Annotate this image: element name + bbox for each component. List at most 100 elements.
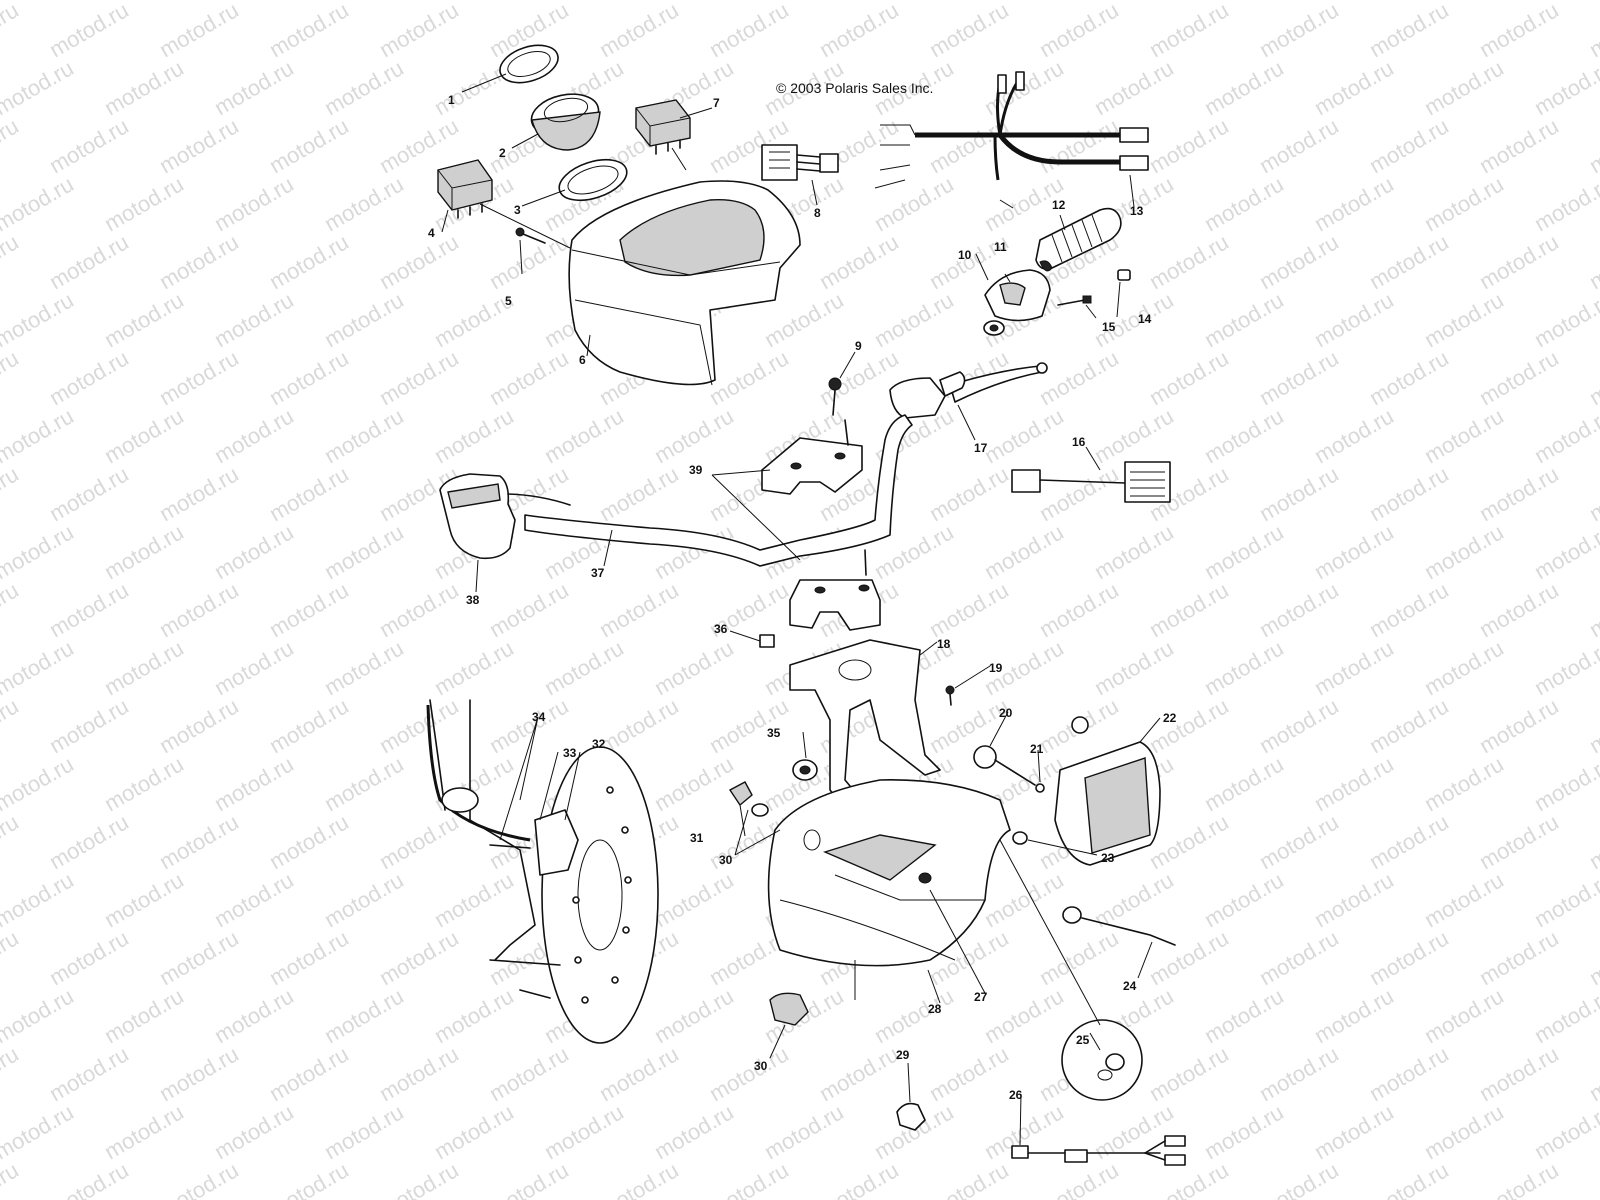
watermark-text: motod.ru: [100, 1099, 188, 1164]
callout-18: 18: [937, 637, 951, 651]
watermark-text: motod.ru: [1475, 925, 1563, 990]
watermark-text: motod.ru: [595, 0, 683, 62]
watermark-text: motod.ru: [815, 1041, 903, 1106]
watermark-text: motod.ru: [1530, 519, 1600, 584]
watermark-text: motod.ru: [155, 1157, 243, 1200]
part-clamp-29: [896, 1102, 926, 1131]
callout-17: 17: [974, 441, 988, 455]
watermark-text: motod.ru: [0, 403, 78, 468]
watermark-text: motod.ru: [45, 577, 133, 642]
watermark-text: motod.ru: [430, 983, 518, 1048]
watermark-text: motod.ru: [1530, 635, 1600, 700]
callout-30b: 30: [754, 1059, 768, 1073]
watermark-text: motod.ru: [705, 1041, 793, 1106]
part-switch-31: [728, 781, 753, 807]
watermark-text: motod.ru: [1145, 345, 1233, 410]
part-detail-circle-25: [1061, 1019, 1143, 1101]
watermark-text: motod.ru: [1255, 0, 1343, 62]
watermark-text: motod.ru: [0, 55, 78, 120]
part-brake-lever-17: [889, 362, 1048, 419]
watermark-text: motod.ru: [0, 809, 23, 874]
watermark-text: motod.ru: [100, 519, 188, 584]
watermark-text: motod.ru: [815, 229, 903, 294]
watermark-text: motod.ru: [1530, 983, 1600, 1048]
watermark-text: motod.ru: [265, 461, 353, 526]
watermark-text: motod.ru: [925, 577, 1013, 642]
watermark-text: motod.ru: [155, 0, 243, 62]
watermark-text: motod.ru: [1200, 171, 1288, 236]
watermark-text: motod.ru: [1585, 0, 1600, 62]
part-screw-5: [515, 227, 546, 244]
watermark-text: motod.ru: [320, 55, 408, 120]
watermark-text: motod.ru: [1145, 577, 1233, 642]
watermark-text: motod.ru: [870, 287, 958, 352]
watermark-text: motod.ru: [1035, 345, 1123, 410]
watermark-text: motod.ru: [265, 925, 353, 990]
watermark-text: motod.ru: [375, 229, 463, 294]
callout-16: 16: [1072, 435, 1086, 449]
watermark-text: motod.ru: [45, 1041, 133, 1106]
watermark-text: motod.ru: [1090, 55, 1178, 120]
watermark-text: motod.ru: [1200, 55, 1288, 120]
part-clip-36: [759, 634, 775, 648]
watermark-text: motod.ru: [1475, 809, 1563, 874]
watermark-text: motod.ru: [1365, 461, 1453, 526]
watermark-text: motod.ru: [1365, 1157, 1453, 1200]
watermark-text: motod.ru: [540, 403, 628, 468]
watermark-text: motod.ru: [485, 229, 573, 294]
watermark-text: motod.ru: [1365, 1041, 1453, 1106]
callout-15: 15: [1102, 320, 1116, 334]
watermark-text: motod.ru: [1255, 925, 1343, 990]
watermark-text: motod.ru: [155, 809, 243, 874]
watermark-text: motod.ru: [265, 229, 353, 294]
watermark-text: motod.ru: [1145, 229, 1233, 294]
watermark-text: motod.ru: [1530, 751, 1600, 816]
watermark-text: motod.ru: [1530, 55, 1600, 120]
part-wire-26: [1011, 1135, 1186, 1166]
watermark-text: motod.ru: [155, 345, 243, 410]
callout-10: 10: [958, 248, 972, 262]
part-knob-30b: [769, 992, 809, 1026]
watermark-text: motod.ru: [210, 635, 298, 700]
part-adjuster-20: [973, 745, 1045, 793]
callout-14: 14: [1138, 312, 1152, 326]
part-brake-disc-32: [541, 746, 659, 1044]
callout-38: 38: [466, 593, 480, 607]
watermark-text: motod.ru: [155, 693, 243, 758]
part-lower-fairing-28: [767, 779, 1011, 967]
watermark-text: motod.ru: [1310, 1099, 1398, 1164]
watermark-text: motod.ru: [1035, 0, 1123, 62]
watermark-text: motod.ru: [1145, 113, 1233, 178]
watermark-text: motod.ru: [1365, 809, 1453, 874]
watermark-text: motod.ru: [1090, 519, 1178, 584]
callout-3: 3: [514, 203, 521, 217]
watermark-text: motod.ru: [1310, 519, 1398, 584]
watermark-text: motod.ru: [320, 403, 408, 468]
callout-24: 24: [1123, 979, 1137, 993]
watermark-text: motod.ru: [320, 751, 408, 816]
callout-20: 20: [999, 706, 1013, 720]
watermark-text: motod.ru: [320, 287, 408, 352]
watermark-text: motod.ru: [45, 345, 133, 410]
watermark-text: motod.ru: [1255, 229, 1343, 294]
watermark-text: motod.ru: [595, 1041, 683, 1106]
watermark-text: motod.ru: [0, 693, 23, 758]
watermark-text: motod.ru: [1200, 751, 1288, 816]
callout-30a: 30: [719, 853, 733, 867]
watermark-text: motod.ru: [0, 0, 23, 62]
watermark-text: motod.ru: [1365, 229, 1453, 294]
watermark-text: motod.ru: [925, 461, 1013, 526]
watermark-text: motod.ru: [1365, 925, 1453, 990]
watermark-text: motod.ru: [1090, 403, 1178, 468]
watermark-text: motod.ru: [210, 287, 298, 352]
callout-labels: 1 2 3 4 5 6 7 8 9 10 11 12 13 14 15 16 1…: [428, 93, 1177, 1102]
watermark-text: motod.ru: [100, 635, 188, 700]
watermark-text: motod.ru: [650, 1099, 738, 1164]
callout-8: 8: [814, 206, 821, 220]
watermark-text: motod.ru: [375, 1157, 463, 1200]
watermark-text: motod.ru: [485, 693, 573, 758]
part-handlebar-37: [524, 414, 913, 567]
part-relay-4: [437, 159, 493, 219]
watermark-text: motod.ru: [1310, 171, 1398, 236]
watermark-text: motod.ru: [45, 925, 133, 990]
